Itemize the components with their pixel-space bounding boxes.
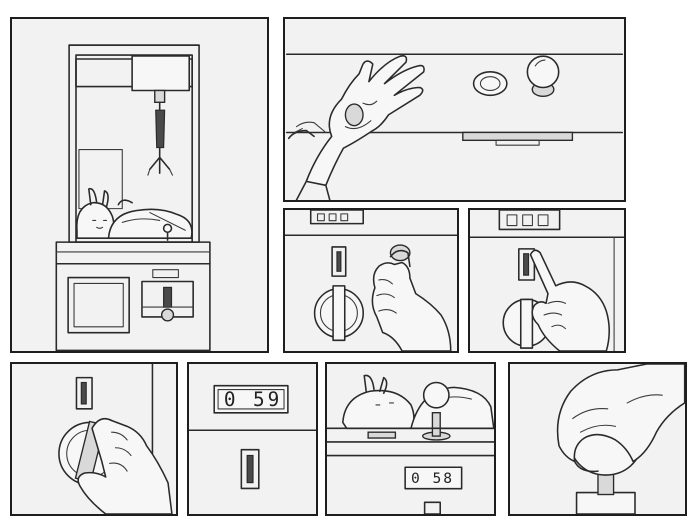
panel-claw-machine [10,17,269,353]
timer-58-illustration: 0 58 [327,374,494,514]
panel-insert-coin [283,208,459,353]
insert-coin-illustration [285,210,457,351]
panel-hand-coin [283,17,626,202]
panel-turn-dial [10,362,178,516]
turn-dial-illustration [58,364,173,514]
timer-display-59: 0 59 [224,388,282,411]
timer-59-illustration: 0 59 [189,384,316,490]
timer-display-58: 0 58 [411,470,454,487]
panel-timer-58: 0 58 [325,362,496,516]
claw-machine-illustration [55,44,211,351]
panel-grip-joystick [508,362,687,516]
panel-press-slot [468,208,626,353]
press-slot-illustration [470,210,624,351]
grip-joystick-illustration [556,364,685,514]
hand-coin-illustration [285,53,624,200]
panel-timer-59: 0 59 [187,362,318,516]
